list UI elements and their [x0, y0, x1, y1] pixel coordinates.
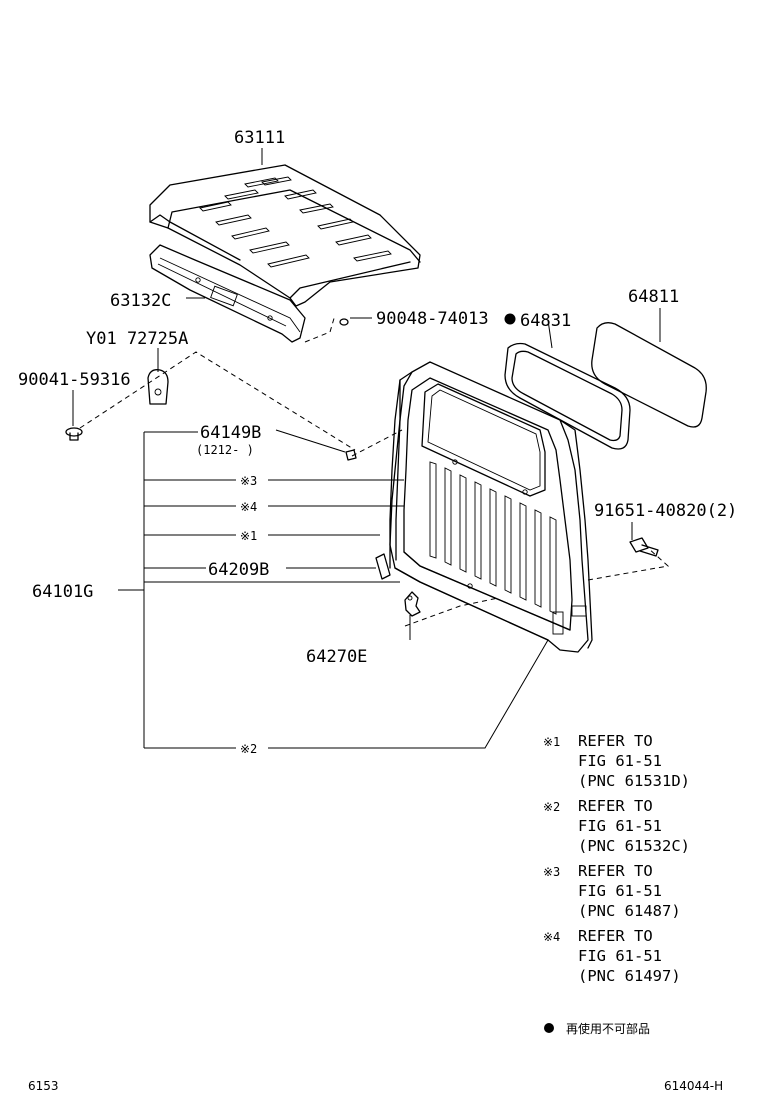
- svg-text:※2: ※2: [543, 800, 560, 814]
- label-64270e: 64270E: [306, 647, 367, 667]
- label-64209b: 64209B: [208, 560, 269, 580]
- legend-dot-icon: [544, 1023, 554, 1033]
- label-ref4: ※4: [240, 500, 257, 514]
- label-ref1: ※1: [240, 529, 257, 543]
- svg-text:FIG 61-51: FIG 61-51: [578, 947, 662, 965]
- svg-text:FIG 61-51: FIG 61-51: [578, 752, 662, 770]
- label-ref2: ※2: [240, 742, 257, 756]
- note-4: ※4 REFER TO FIG 61-51 (PNC 61497): [543, 927, 681, 985]
- svg-text:REFER TO: REFER TO: [578, 797, 653, 815]
- screw-90041-drawing: [65, 427, 83, 441]
- clip-90048-drawing: [304, 314, 349, 343]
- note-1: ※1 REFER TO FIG 61-51 (PNC 61531D): [543, 732, 690, 790]
- label-y01: Y01 72725A: [86, 329, 188, 349]
- svg-text:(PNC 61532C): (PNC 61532C): [578, 837, 690, 855]
- label-64811: 64811: [628, 287, 679, 307]
- part-labels: 63111 63132C 90048-74013 64831 64811 Y01…: [18, 128, 737, 756]
- clip-64149b-drawing: [345, 449, 357, 461]
- svg-text:(PNC 61531D): (PNC 61531D): [578, 772, 690, 790]
- svg-text:FIG 61-51: FIG 61-51: [578, 817, 662, 835]
- label-64101g: 64101G: [32, 582, 93, 602]
- leader-lines: [72, 148, 661, 749]
- note-3: ※3 REFER TO FIG 61-51 (PNC 61487): [543, 862, 681, 920]
- svg-text:※4: ※4: [543, 930, 560, 944]
- label-63132c: 63132C: [110, 291, 171, 311]
- svg-text:※1: ※1: [543, 735, 560, 749]
- svg-text:※3: ※3: [543, 865, 560, 879]
- note-2: ※2 REFER TO FIG 61-51 (PNC 61532C): [543, 797, 690, 855]
- label-64149b: 64149B: [200, 423, 261, 443]
- label-90041-59316: 90041-59316: [18, 370, 131, 390]
- legend-text: 再使用不可部品: [566, 1021, 650, 1036]
- part-64209b-drawing: [375, 553, 391, 580]
- glass-64811-drawing: [591, 322, 707, 428]
- svg-text:REFER TO: REFER TO: [578, 732, 653, 750]
- footer-left: 6153: [28, 1079, 59, 1093]
- svg-text:REFER TO: REFER TO: [578, 862, 653, 880]
- legend: 再使用不可部品: [544, 1021, 650, 1036]
- dashed-guides: [79, 351, 670, 627]
- label-64831: 64831: [520, 311, 571, 331]
- svg-text:(PNC 61497): (PNC 61497): [578, 967, 681, 985]
- svg-text:(PNC 61487): (PNC 61487): [578, 902, 681, 920]
- footer-right: 614044-H: [664, 1079, 723, 1093]
- non-reusable-dot-icon: [504, 313, 516, 325]
- clip-y01-drawing: [147, 369, 169, 405]
- label-90048-74013: 90048-74013: [376, 309, 489, 329]
- label-91651-40820: 91651-40820(2): [594, 501, 737, 521]
- part-64270e-drawing: [404, 591, 421, 617]
- label-ref3: ※3: [240, 474, 257, 488]
- back-panel-drawing: [389, 361, 593, 653]
- roof-rail-drawing: [149, 244, 306, 343]
- svg-text:REFER TO: REFER TO: [578, 927, 653, 945]
- seal-64831-drawing: [504, 342, 631, 450]
- svg-text:FIG 61-51: FIG 61-51: [578, 882, 662, 900]
- label-63111: 63111: [234, 128, 285, 148]
- label-64149b-range: (1212- ): [196, 443, 254, 457]
- notes-block: ※1 REFER TO FIG 61-51 (PNC 61531D) ※2 RE…: [543, 732, 690, 985]
- roof-panel-drawing: [149, 164, 421, 307]
